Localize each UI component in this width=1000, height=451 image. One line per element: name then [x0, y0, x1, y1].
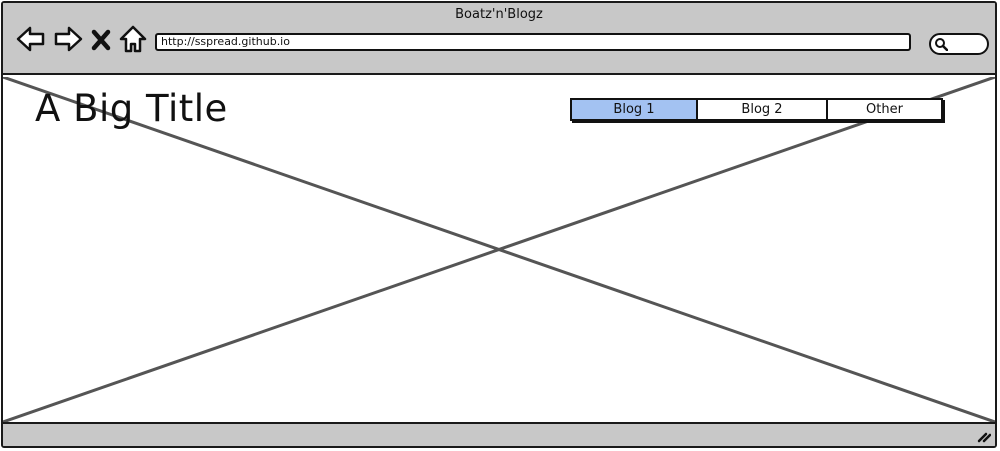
tab-other[interactable]: Other: [826, 100, 941, 119]
search-icon: [935, 38, 948, 51]
page-content: A Big Title Blog 1 Blog 2 Other: [3, 77, 995, 422]
tab-bar: Blog 1 Blog 2 Other: [570, 98, 943, 121]
tab-blog-2[interactable]: Blog 2: [696, 100, 826, 119]
forward-icon[interactable]: [52, 23, 84, 55]
address-bar[interactable]: http://sspread.github.io: [155, 33, 911, 51]
search-input[interactable]: [929, 33, 989, 55]
window-title: Boatz'n'Blogz: [455, 7, 543, 22]
home-icon[interactable]: [117, 23, 149, 55]
browser-toolbar: Boatz'n'Blogz http://sspread.github.io: [3, 3, 995, 75]
close-icon[interactable]: [89, 23, 113, 55]
status-bar: [3, 422, 995, 446]
resize-grip-icon[interactable]: [977, 429, 991, 443]
back-icon[interactable]: [15, 23, 47, 55]
page-title: A Big Title: [35, 87, 228, 130]
tab-blog-1[interactable]: Blog 1: [572, 100, 696, 119]
image-placeholder: [3, 77, 995, 422]
